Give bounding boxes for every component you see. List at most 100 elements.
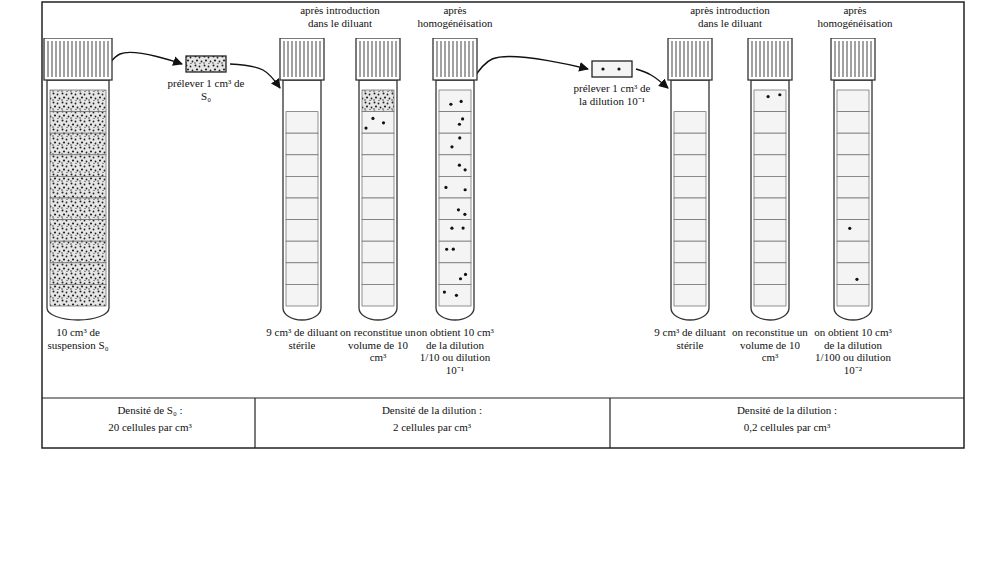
cell-dot <box>445 248 448 251</box>
cap-ridge <box>84 41 85 77</box>
cell-dot <box>460 100 463 103</box>
liquid-unit <box>754 284 786 306</box>
liquid-unit <box>286 155 318 177</box>
liquid-unit <box>362 198 394 220</box>
cap-ridge <box>308 41 309 77</box>
cap-ridge <box>680 41 681 77</box>
liquid-unit <box>50 284 106 306</box>
cap-ridge <box>760 41 761 77</box>
tube-cap <box>831 38 875 80</box>
liquid-unit <box>439 220 471 242</box>
cell-dot <box>450 227 453 230</box>
cap-ridge <box>696 41 697 77</box>
cell-dot <box>371 117 374 120</box>
cap-ridge <box>684 41 685 77</box>
liquid-unit <box>50 176 106 198</box>
liquid-unit <box>362 241 394 263</box>
liquid-unit <box>439 133 471 155</box>
cap-ridge <box>708 41 709 77</box>
liquid-unit <box>50 90 106 112</box>
liquid-unit <box>439 241 471 263</box>
cap-ridge <box>863 41 864 77</box>
liquid-unit <box>837 176 869 198</box>
test-tube: on obtient 10 cm³ de la dilution 1/100 o… <box>814 38 892 377</box>
liquid-unit <box>754 90 786 112</box>
cap-ridge <box>469 41 470 77</box>
sample-shape <box>591 60 633 78</box>
tube-cap <box>356 38 400 80</box>
liquid-unit <box>754 176 786 198</box>
cap-ridge <box>453 41 454 77</box>
cell-dot <box>444 186 447 189</box>
cap-ridge <box>68 41 69 77</box>
liquid-unit <box>50 133 106 155</box>
table-cell: 20 cellules par cm³ <box>50 421 250 434</box>
cell-dot <box>461 117 464 120</box>
table-rule <box>42 397 964 398</box>
cap-ridge <box>104 41 105 77</box>
liquid-unit <box>286 133 318 155</box>
cell-dot <box>364 127 367 130</box>
cap-ridge <box>388 41 389 77</box>
liquid-unit <box>754 112 786 134</box>
liquid-unit <box>439 198 471 220</box>
liquid-unit <box>439 112 471 134</box>
cell-dot <box>855 278 858 281</box>
cap-ridge <box>284 41 285 77</box>
liquid-unit <box>837 284 869 306</box>
tube-shape <box>432 38 478 322</box>
test-tube: 9 cm³ de diluant stérile <box>264 38 340 351</box>
cell-dot <box>464 273 467 276</box>
tube-shape <box>355 38 401 322</box>
cap-ridge <box>780 41 781 77</box>
liquid-unit <box>674 155 706 177</box>
cell-dot <box>458 164 461 167</box>
cap-ridge <box>52 41 53 77</box>
cell-dot <box>461 227 464 230</box>
cap-ridge <box>396 41 397 77</box>
cap-ridge <box>376 41 377 77</box>
cell-dot <box>443 291 446 294</box>
cap-ridge <box>676 41 677 77</box>
liquid-unit <box>50 198 106 220</box>
cap-ridge <box>96 41 97 77</box>
liquid-unit <box>362 284 394 306</box>
sample-caption: prélever 1 cm³ de la dilution 10⁻¹ <box>570 82 654 107</box>
cap-ridge <box>776 41 777 77</box>
cap-ridge <box>56 41 57 77</box>
tube-shape <box>747 38 793 322</box>
liquid-unit <box>50 241 106 263</box>
liquid-unit <box>362 90 394 112</box>
liquid-unit <box>362 112 394 134</box>
cap-ridge <box>843 41 844 77</box>
tube-shape <box>43 38 113 322</box>
liquid-unit <box>674 241 706 263</box>
cap-ridge <box>296 41 297 77</box>
liquid-unit <box>674 263 706 285</box>
cell-dot <box>382 121 385 124</box>
sample-volume <box>186 56 226 72</box>
liquid-unit <box>674 284 706 306</box>
cell-dot <box>457 208 460 211</box>
cap-ridge <box>867 41 868 77</box>
cap-ridge <box>851 41 852 77</box>
table-rule <box>609 398 610 448</box>
liquid-unit <box>674 112 706 134</box>
cap-ridge <box>847 41 848 77</box>
liquid-unit <box>286 220 318 242</box>
tube-shape <box>830 38 876 322</box>
liquid-unit <box>754 220 786 242</box>
cap-ridge <box>788 41 789 77</box>
sample-box: prélever 1 cm³ de S₀ <box>164 55 248 102</box>
test-tube: on reconstitue un volume de 10 cm³ <box>732 38 808 364</box>
tube-glass <box>834 80 872 320</box>
liquid-unit <box>754 133 786 155</box>
cell-dot <box>459 277 462 280</box>
cap-ridge <box>304 41 305 77</box>
cap-ridge <box>461 41 462 77</box>
tube-glass <box>751 80 789 320</box>
liquid-unit <box>362 263 394 285</box>
liquid-unit <box>439 176 471 198</box>
tube-cap <box>748 38 792 80</box>
cap-ridge <box>288 41 289 77</box>
